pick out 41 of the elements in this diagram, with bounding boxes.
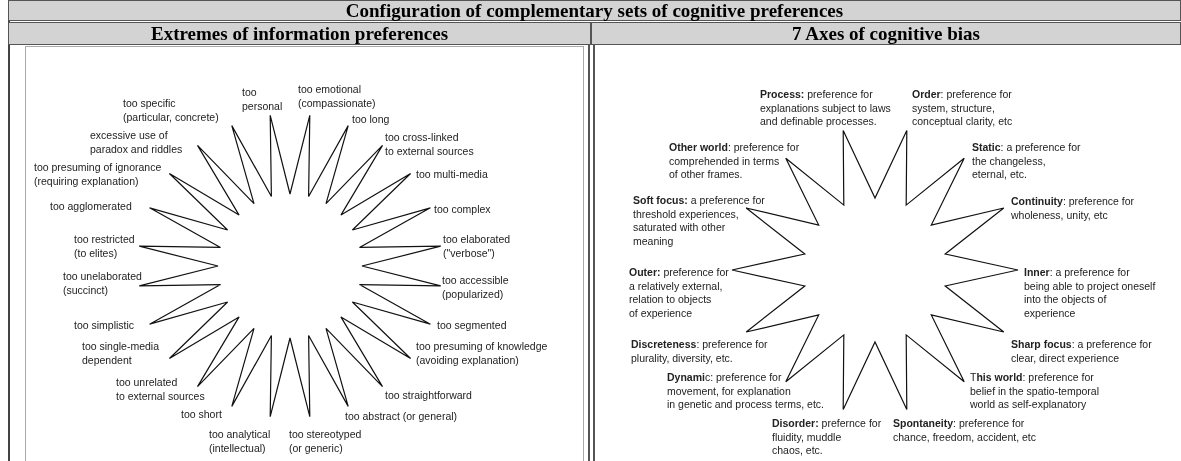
star-point-label: too elaborated ("verbose")	[443, 233, 511, 260]
star-point-label: too presuming of ignorance (requiring explanation)	[34, 161, 162, 188]
star-point-label: too long	[352, 113, 390, 127]
bias-axis-label: Soft focus: a preference for threshold experiences, saturated with other meaning	[633, 194, 765, 248]
star-point-label: too emotional (compassionate)	[298, 83, 376, 110]
star-point-label: too multi-media	[416, 168, 488, 182]
star-point-label: too simplistic	[74, 319, 135, 333]
star-point-label: too abstract (or general)	[345, 410, 458, 424]
star-point-label: excessive use of paradox and riddles	[90, 129, 183, 156]
bias-axis-label: Static: a preference for the changeless, eternal, etc.	[972, 141, 1081, 182]
table-title: Configuration of complementary sets of cognitive preferences	[8, 0, 1181, 21]
star-point-label: too presuming of knowledge (avoiding explanation)	[416, 340, 548, 367]
column-header: Extremes of information preferences	[8, 22, 591, 45]
star-point-label: too agglomerated	[50, 200, 132, 214]
star-point-label: too personal	[242, 86, 283, 113]
bias-axis-label: This world: preference for belief in the spatio-temporal world as self-explanatory	[970, 371, 1099, 412]
bias-axis-label: Order: preference for system, structure, conceptual clarity, etc	[912, 88, 1013, 129]
star-point-label: too short	[181, 408, 222, 422]
star-point-label: too straightforward	[385, 389, 472, 403]
star-point-label: too single-media dependent	[82, 340, 160, 367]
bias-axis-label: Dynamic: preference for movement, for explanation in genetic and process terms, etc.	[667, 371, 824, 412]
bias-axis-label: Other world: preference for comprehended in terms of other frames.	[669, 141, 800, 182]
star-point-label: too restricted (to elites)	[74, 233, 135, 260]
column-header: 7 Axes of cognitive bias	[591, 22, 1181, 45]
bias-axis-label: Inner: a preference for being able to project oneself into the objects of experience	[1024, 266, 1156, 320]
star-point-label: too cross-linked to external sources	[385, 131, 474, 158]
star-point-label: too segmented	[437, 319, 507, 333]
star-point-label: too accessible (popularized)	[442, 274, 509, 301]
bias-axis-label: Outer: preference for a relatively external, relation to objects of experience	[629, 266, 729, 320]
bias-axis-label: Continuity: preference for wholeness, unity, etc	[1011, 195, 1135, 222]
star-point-label: too specific (particular, concrete)	[123, 97, 219, 124]
bias-axis-label: Sharp focus: a preference for clear, direct experience	[1011, 338, 1152, 365]
star-point-label: too complex	[434, 203, 491, 217]
star-point-label: too analytical (intellectual)	[209, 428, 271, 455]
star-point-label: too unelaborated (succinct)	[63, 270, 142, 297]
bias-axis-label: Disorder: prefernce for fluidity, muddle chaos, etc.	[772, 417, 882, 458]
bias-axis-label: Spontaneity: preference for chance, freedom, accident, etc	[893, 417, 1036, 444]
bias-axis-label: Process: preference for explanations subject to laws and definable processes.	[760, 88, 891, 129]
bias-axis-label: Discreteness: preference for plurality, diversity, etc.	[631, 338, 768, 365]
star-point-label: too unrelated to external sources	[116, 376, 205, 403]
star-point-label: too stereotyped (or generic)	[289, 428, 362, 455]
